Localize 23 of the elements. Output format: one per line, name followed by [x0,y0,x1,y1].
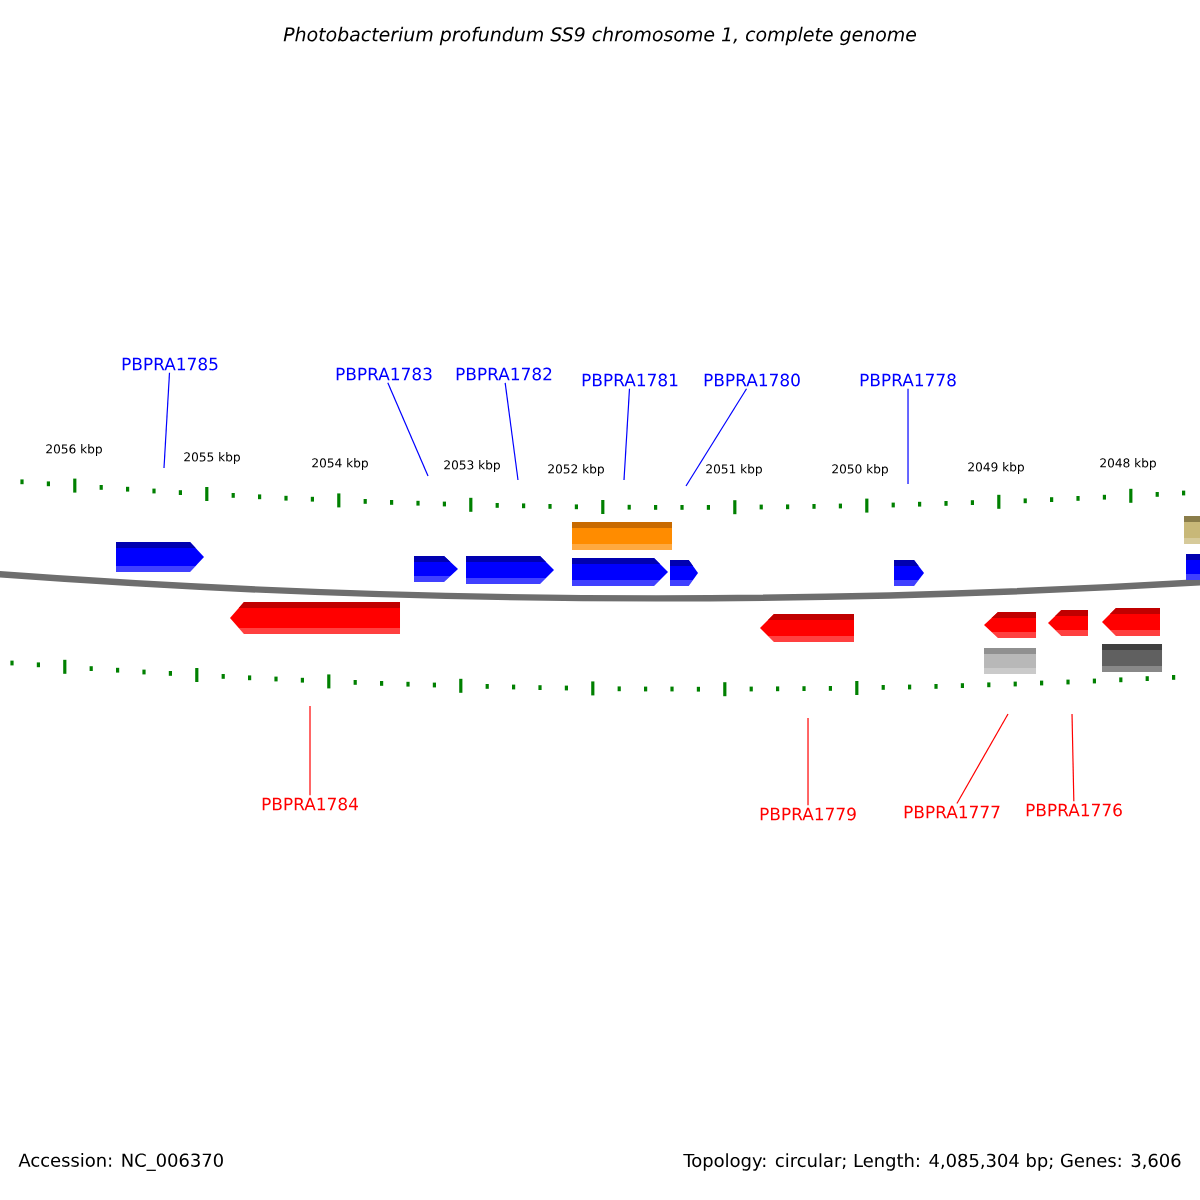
genome-info-text: Topology: circular; Length: 4,085,304 bp; Genes: 3,606 [683,1153,1181,1171]
gene-label: PBPRA1784 [262,797,358,811]
gene-label: PBPRA1779 [760,807,856,821]
gene-label: PBPRA1777 [904,805,1000,819]
leader-line [623,388,631,481]
leader-line [1071,713,1075,802]
leader-line [387,382,429,477]
chart-title: Photobacterium profundum SS9 chromosome 1, complete genome [283,26,917,46]
gene-label: PBPRA1783 [336,367,432,381]
gene-label: PBPRA1781 [582,373,678,387]
gene-label: PBPRA1780 [704,373,800,387]
gene-label: PBPRA1778 [860,373,956,387]
leader-line [907,388,909,485]
leader-line [807,717,809,806]
leader-line [956,713,1009,805]
leader-line [309,705,311,796]
leader-line [685,388,748,487]
gene-label: PBPRA1785 [122,357,218,371]
accession-text: Accession: NC_006370 [18,1153,223,1171]
leader-line [504,382,519,481]
leader-line [163,372,171,469]
gene-label: PBPRA1776 [1026,803,1122,817]
gene-label: PBPRA1782 [456,367,552,381]
